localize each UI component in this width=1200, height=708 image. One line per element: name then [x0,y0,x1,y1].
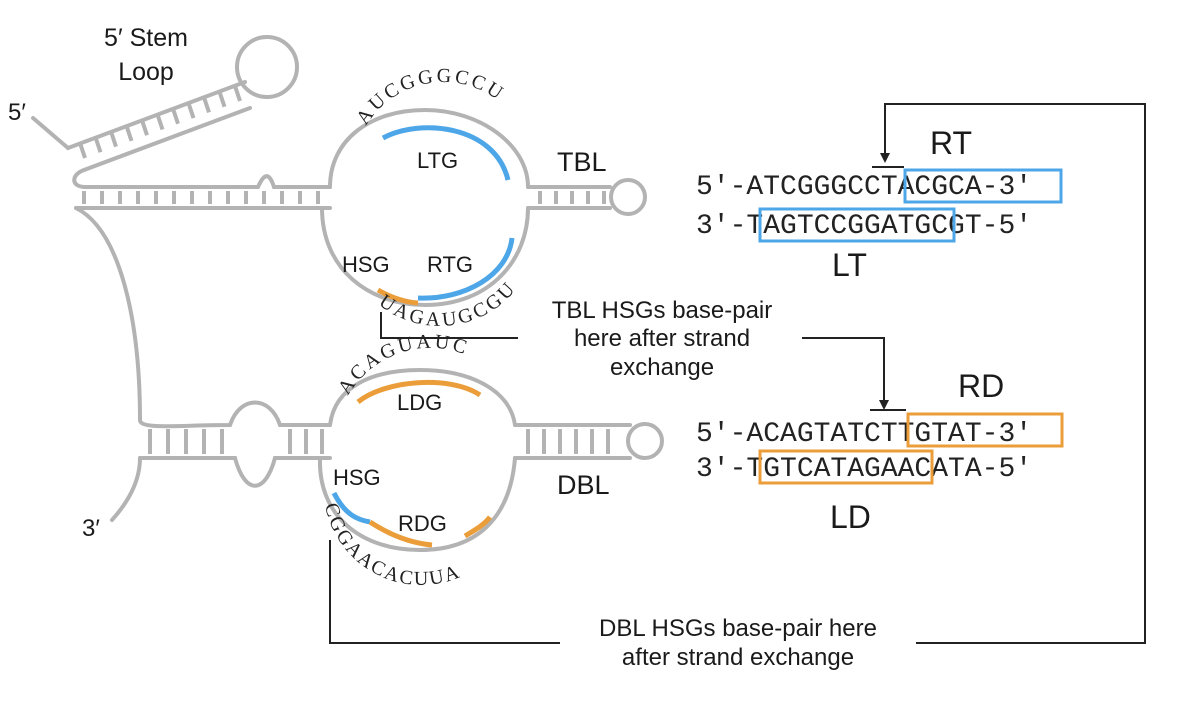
rt-label: RT [930,125,972,161]
base-pair-tick [124,125,134,142]
tbl-note-line3: exchange [610,354,714,381]
dbl-connector-left [329,540,560,644]
rdg-label: RDG [398,511,447,536]
dbl-note-line2: after strand exchange [622,644,854,671]
base-pair-tick [93,136,103,153]
ld-box [758,449,934,485]
dbl-label: DBL [557,470,610,500]
duplex-d: 5′-ACAGTATCTTGTAT-3′ 3′-TGTCATAGAACATA-5… [696,368,1064,535]
connectors [329,103,1146,644]
lt-label: LT [832,247,867,283]
tbl-hairpin-head [609,178,647,216]
dbl-hairpin-head [626,422,664,460]
stem-loop-label-line2: Loop [118,58,174,86]
trunk-left-curve [74,206,142,422]
base-pair-tick [155,113,165,131]
lower-junction-strand [138,400,332,429]
hsg-top-label: HSG [342,252,390,277]
base-pair-tick [186,102,196,119]
tbl-label: TBL [557,147,607,177]
tbl-note-line2: here after strand [574,325,750,352]
hsg-bottom-label: HSG [333,465,381,490]
upper-junction-strand [72,168,332,189]
ltg-label: LTG [417,148,458,173]
hsg-top-arc [376,287,419,306]
tbl-connector-right [802,337,889,410]
base-pair-tick [233,85,242,102]
five-prime-stem-loop-head [235,35,299,99]
tbl-loop [320,107,530,308]
guide-arcs [331,125,515,548]
hsg-bottom-arc [331,491,371,525]
base-pair-ticks [78,85,610,454]
lower-trunk-strand [138,456,332,488]
ltg-arc [381,125,511,181]
three-prime-label: 3′ [82,515,100,542]
base-pair-tick [140,119,149,136]
rna-scaffold [31,35,664,553]
ld-label: LD [830,499,871,535]
dbl-top-sequence: ACAGUAUC [334,331,473,399]
rt-box [903,168,1063,204]
rdg-arc [368,519,433,548]
tbl-connector-left [380,312,518,339]
dbl-note-line1: DBL HSGs base-pair here [599,615,877,642]
duplex-t-top-strand: 5′-ATCGGGCCTACGCA-3′ [696,172,1032,203]
three-prime-tail [110,456,142,522]
dbl-connector-right [880,103,1146,644]
rtg-arc [417,237,515,301]
base-pair-tick [78,142,87,159]
base-pair-tick [217,91,227,108]
five-prime-stem-strand-b [82,106,252,172]
dbl-loop [317,367,517,553]
duplex-t: 5′-ATCGGGCCTACGCA-3′ 3′-TAGTCCGGATGCGT-5… [696,125,1063,283]
rdg-tail-arc [463,515,492,539]
base-pair-tick [109,130,118,148]
rtg-label: RTG [427,252,473,277]
rd-label: RD [958,368,1004,404]
tbl-top-sequence: AUCGGGCCU [352,65,509,129]
ldg-label: LDG [397,390,442,415]
duplex-t-bottom-strand: 3′-TAGTCCGGATGCGT-5′ [696,211,1032,242]
base-pair-tick [202,96,211,114]
stem-loop-label-line1: 5′ Stem [104,24,188,52]
tbl-note-line1: TBL HSGs base-pair [552,297,773,324]
five-prime-tail [31,116,70,150]
ldg-arc [356,379,482,404]
duplex-d-bottom-strand: 3′-TGTCATAGAACATA-5′ [696,454,1032,485]
five-prime-label: 5′ [8,99,26,126]
base-pair-tick [171,108,180,125]
rd-box [906,412,1064,448]
lt-box [758,207,956,243]
